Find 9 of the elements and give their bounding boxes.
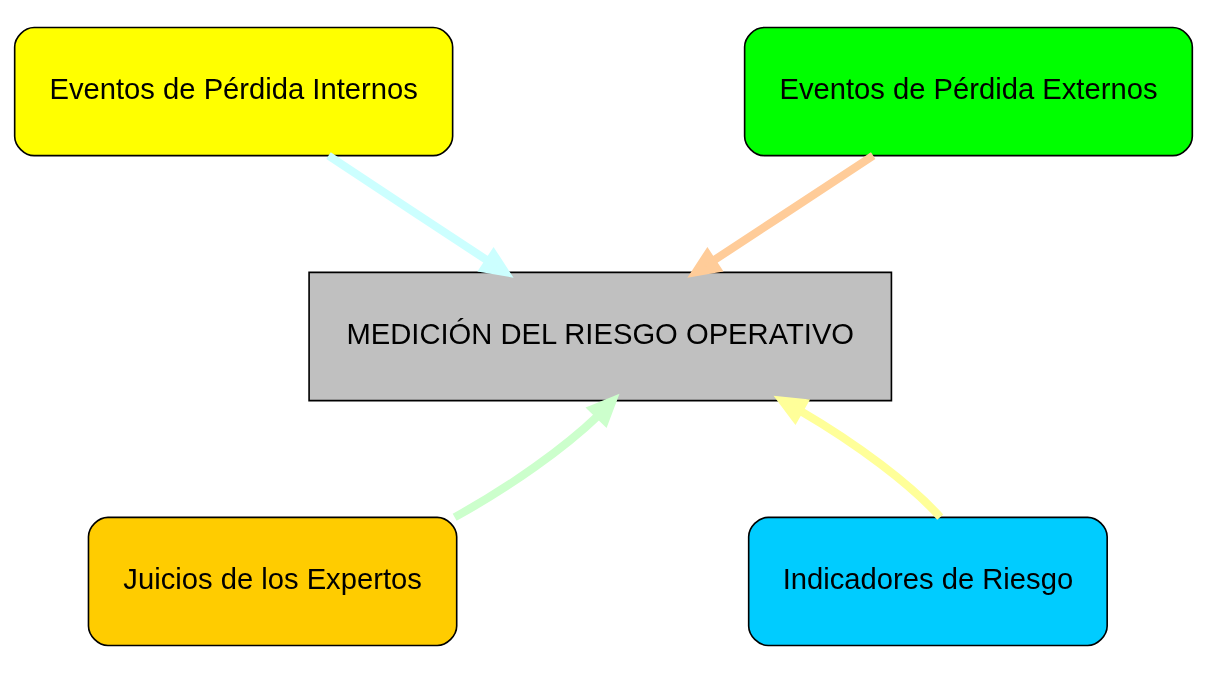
node-box: Indicadores de Riesgo: [747, 516, 1108, 647]
arrow: [326, 152, 514, 278]
arrow: [773, 395, 944, 520]
node-box: MEDICIÓN DEL RIESGO OPERATIVO: [308, 271, 893, 402]
node-box: Eventos de Pérdida Externos: [743, 26, 1194, 157]
arrow: [687, 152, 876, 278]
node-box: Eventos de Pérdida Internos: [13, 26, 454, 157]
arrow: [452, 393, 620, 521]
node-box: Juicios de los Expertos: [87, 516, 458, 647]
